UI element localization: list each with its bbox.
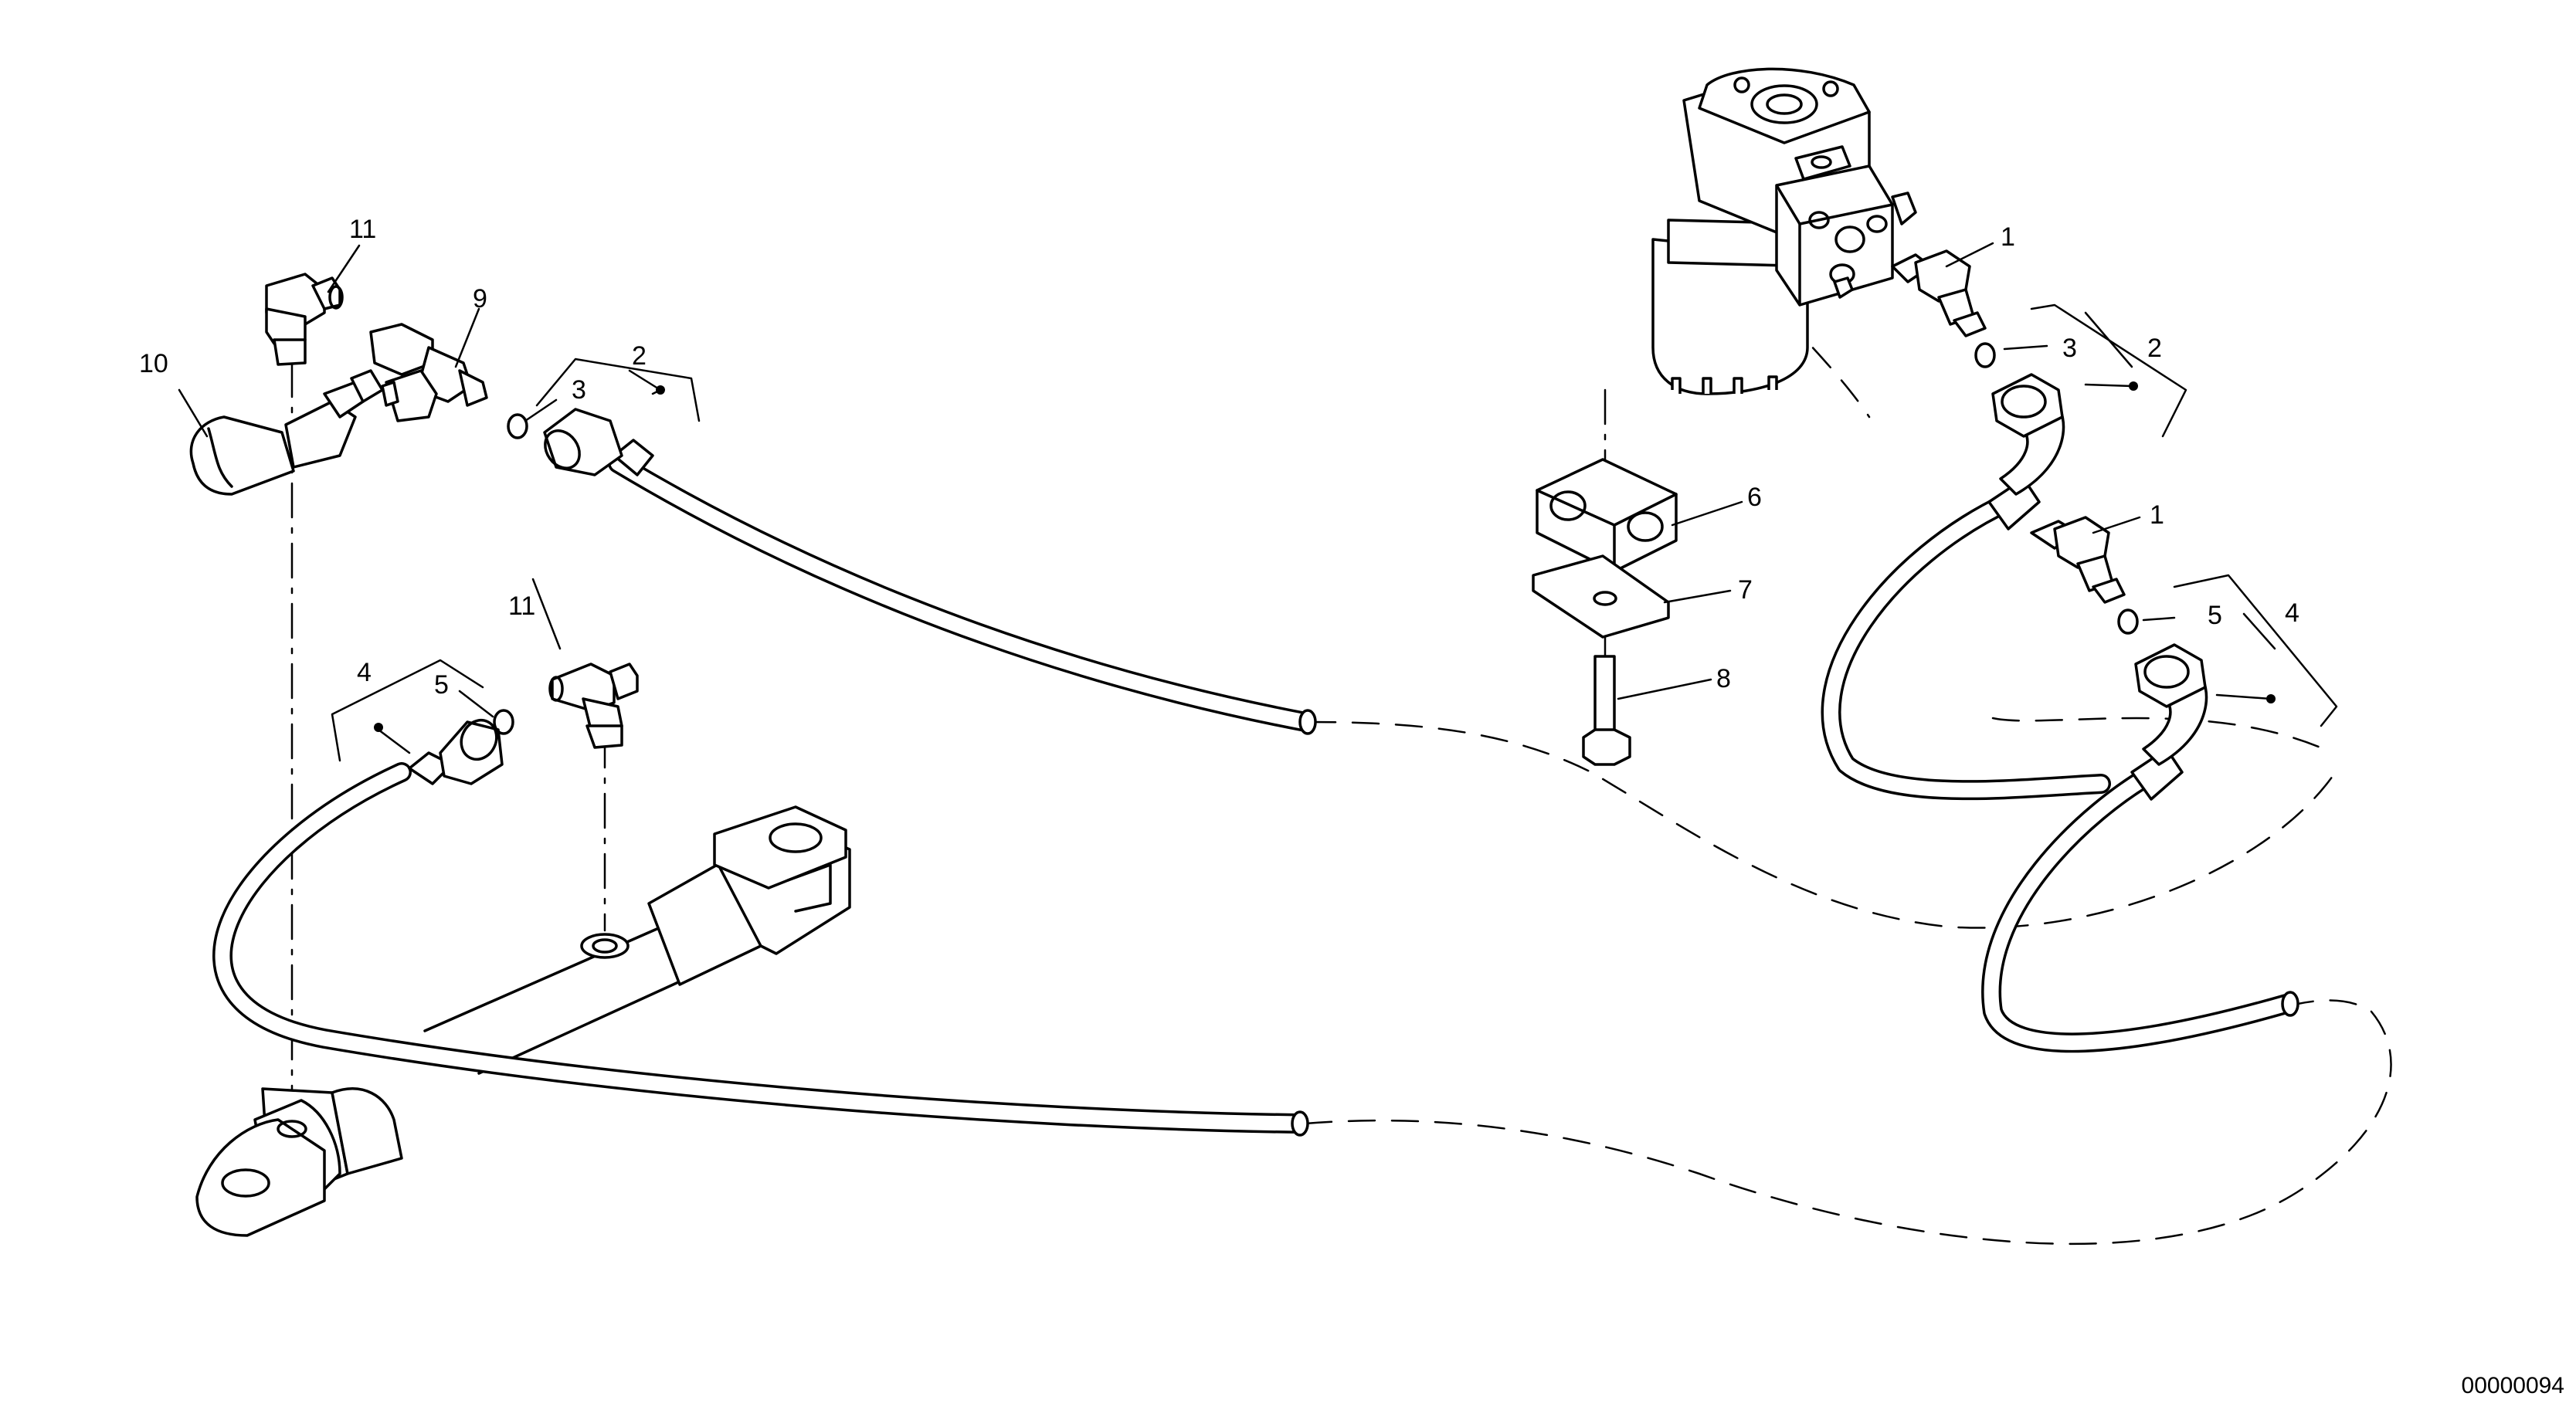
callout-8: 8 — [1716, 664, 1731, 693]
callout-7: 7 — [1738, 575, 1753, 605]
hoses — [212, 453, 2299, 1137]
callout-6: 6 — [1747, 483, 1762, 512]
callout-labels: 11 9 10 3 2 11 4 5 1 3 2 6 7 8 1 5 4 — [139, 215, 2299, 700]
callout-5-right: 5 — [2208, 601, 2222, 630]
drawing-reference-number: 00000094 — [2462, 1373, 2564, 1398]
steering-unit — [1651, 67, 1917, 395]
leader-lines — [178, 242, 2338, 762]
callout-4-left: 4 — [357, 658, 372, 687]
small-parts — [189, 249, 2139, 749]
hose-fittings-right — [1987, 373, 2208, 801]
callout-10: 10 — [139, 349, 168, 378]
callout-4-right: 4 — [2285, 598, 2299, 628]
hose-fittings-left — [408, 408, 654, 785]
callout-2-left: 2 — [632, 341, 647, 371]
callout-3-left: 3 — [572, 375, 586, 405]
callout-5-left: 5 — [434, 670, 449, 700]
steering-cylinder — [195, 805, 851, 1237]
callout-2-right: 2 — [2147, 334, 2162, 363]
callout-11-mid: 11 — [508, 591, 535, 621]
clamp-set — [1532, 458, 1678, 766]
callout-1-mid: 1 — [2150, 500, 2164, 530]
callout-9: 9 — [473, 284, 487, 314]
callout-3-right: 3 — [2062, 334, 2077, 363]
callout-11-top: 11 — [349, 215, 376, 244]
dashed-routing-lines — [290, 253, 2392, 1246]
callout-1-top: 1 — [2001, 222, 2015, 252]
